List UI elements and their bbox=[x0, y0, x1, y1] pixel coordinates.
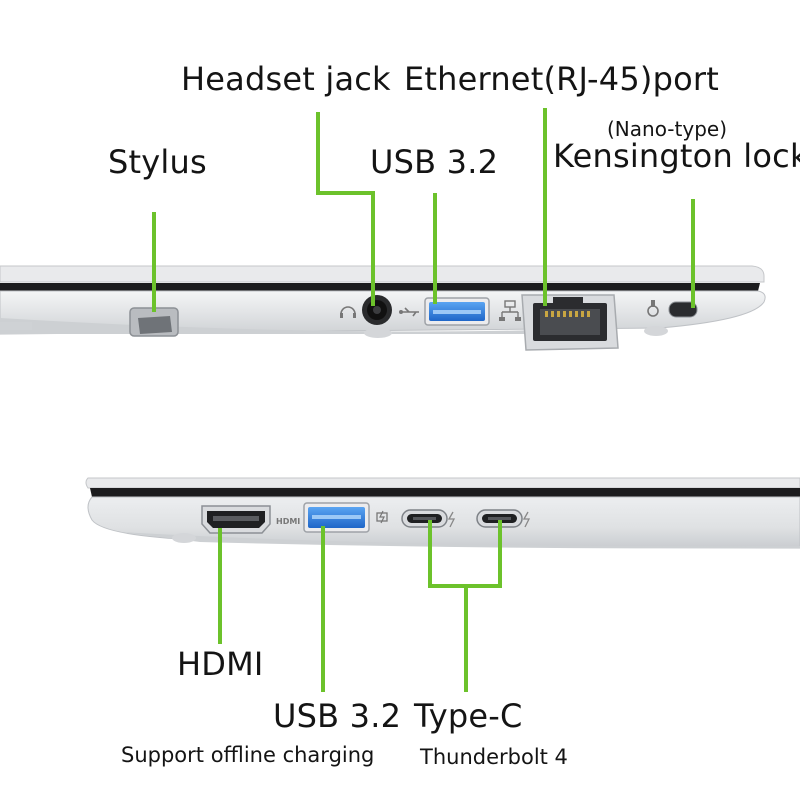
usb-port-top[interactable] bbox=[424, 297, 490, 326]
stylus-slot[interactable] bbox=[129, 307, 179, 337]
label-nano-type: (Nano-type) bbox=[607, 117, 727, 141]
label-usb-top: USB 3.2 bbox=[370, 143, 499, 181]
network-icon bbox=[499, 300, 521, 321]
label-kensington-lock: Kensington lock bbox=[553, 137, 800, 175]
headset-icon bbox=[340, 306, 356, 318]
leader-line-headset bbox=[316, 112, 375, 306]
label-stylus: Stylus bbox=[108, 143, 207, 181]
ethernet-port[interactable] bbox=[521, 294, 619, 351]
headset-jack[interactable] bbox=[362, 295, 392, 325]
label-usb-bottom: USB 3.2 bbox=[273, 697, 402, 735]
type-c-port-1[interactable] bbox=[401, 509, 448, 528]
label-usb-bottom-note: Support offline charging bbox=[121, 743, 375, 767]
label-type-c: Type-C bbox=[414, 697, 523, 735]
leader-lines bbox=[152, 108, 695, 692]
lock-icon bbox=[647, 300, 659, 317]
label-type-c-note: Thunderbolt 4 bbox=[420, 745, 568, 769]
usb-icon bbox=[399, 307, 419, 317]
thunderbolt-icon bbox=[522, 511, 531, 528]
type-c-port-2[interactable] bbox=[476, 509, 523, 528]
label-hdmi: HDMI bbox=[177, 645, 264, 683]
hdmi-port-marking: HDMI bbox=[276, 517, 300, 526]
hdmi-port[interactable] bbox=[201, 505, 271, 534]
battery-charge-icon bbox=[376, 510, 388, 524]
label-ethernet-port: Ethernet(RJ-45)port bbox=[404, 60, 720, 98]
usb-port-bottom[interactable] bbox=[303, 502, 370, 533]
thunderbolt-icon bbox=[447, 511, 456, 528]
kensington-lock-slot[interactable] bbox=[668, 301, 698, 318]
label-headset-jack: Headset jack bbox=[181, 60, 391, 98]
